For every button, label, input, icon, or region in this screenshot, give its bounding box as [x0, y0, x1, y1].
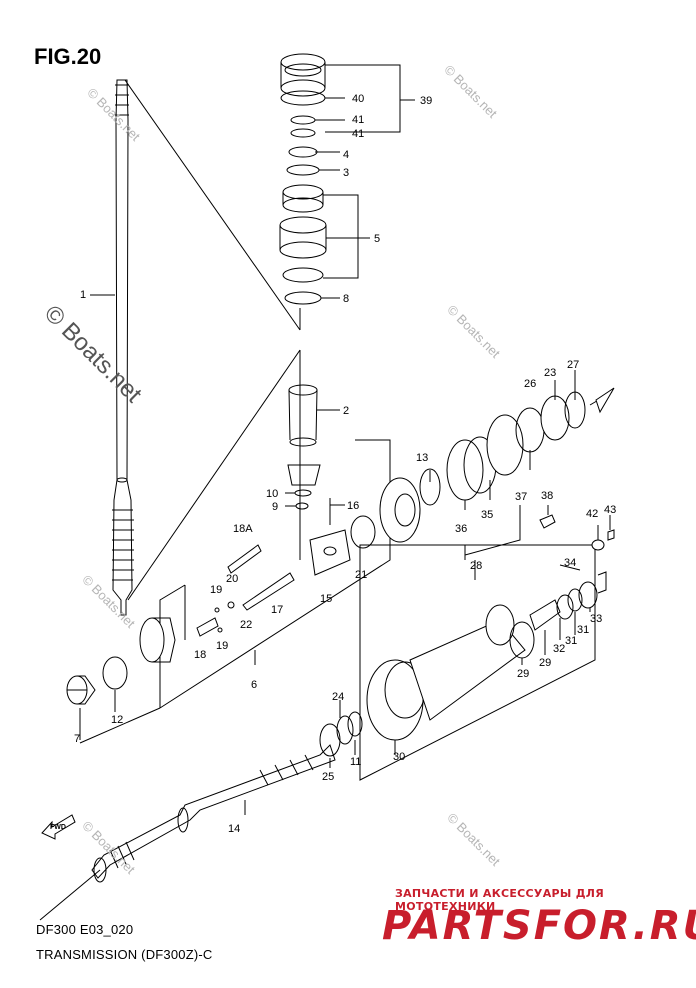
callout-8: 8 — [343, 293, 349, 305]
callout-37: 37 — [515, 491, 527, 503]
callout-28: 28 — [470, 560, 482, 572]
clutch-gear-cluster-part — [139, 468, 441, 663]
callout-11: 11 — [350, 756, 361, 768]
callout-21: 21 — [355, 569, 367, 581]
callout-39: 39 — [420, 95, 432, 107]
callout-25: 25 — [322, 771, 334, 783]
callout-18a: 18A — [233, 523, 253, 535]
diagram-description: TRANSMISSION (DF300Z)-C — [36, 947, 213, 962]
fwd-arrow-icon — [41, 814, 76, 840]
callout-3: 3 — [343, 167, 349, 179]
callout-33: 33 — [590, 613, 602, 625]
callout-43: 43 — [604, 504, 616, 516]
guide-line — [127, 349, 301, 601]
callout-29: 29 — [539, 657, 551, 669]
callout-16: 16 — [347, 500, 359, 512]
callout-29: 29 — [517, 668, 529, 680]
callout-41: 41 — [352, 128, 364, 140]
callout-23: 23 — [544, 367, 556, 379]
callout-15: 15 — [320, 593, 332, 605]
dealer-logo: PARTSFOR.RU — [382, 903, 696, 949]
callout-2: 2 — [343, 405, 349, 417]
callout-10: 10 — [266, 488, 278, 500]
callout-5: 5 — [374, 233, 380, 245]
drive-shaft-part — [112, 79, 134, 616]
diagram-code: DF300 E03_020 — [36, 922, 134, 937]
callout-31: 31 — [577, 624, 589, 636]
callout-34: 34 — [564, 557, 576, 569]
callout-27: 27 — [567, 359, 579, 371]
callout-7: 7 — [74, 733, 80, 745]
callout-22: 22 — [240, 619, 252, 631]
callout-6: 6 — [251, 679, 257, 691]
callout-18: 18 — [194, 649, 206, 661]
fwd-label: FWD — [50, 824, 66, 831]
callout-36: 36 — [455, 523, 467, 535]
callout-42: 42 — [586, 508, 598, 520]
figure-title: FIG.20 — [34, 44, 102, 69]
callout-30: 30 — [393, 751, 405, 763]
callout-17: 17 — [271, 604, 283, 616]
guide-line — [124, 79, 301, 331]
callout-35: 35 — [481, 509, 493, 521]
callout-24: 24 — [332, 691, 344, 703]
callout-40: 40 — [352, 93, 364, 105]
needle-bearing-part — [66, 656, 128, 705]
callout-26: 26 — [524, 378, 536, 390]
callout-32: 32 — [553, 643, 565, 655]
dealer-tagline: ЗАПЧАСТИ И АКСЕССУАРЫ ДЛЯ МОТОТЕХНИКИ — [395, 887, 605, 913]
callout-12: 12 — [111, 714, 123, 726]
propeller-shaft-part — [91, 711, 363, 883]
callout-4: 4 — [343, 149, 349, 161]
callout-19: 19 — [210, 584, 222, 596]
callout-9: 9 — [272, 501, 278, 513]
callout-14: 14 — [228, 823, 240, 835]
sleeve-pinion-part — [287, 384, 331, 525]
callout-38: 38 — [541, 490, 553, 502]
callout-13: 13 — [416, 452, 428, 464]
callout-20: 20 — [226, 573, 238, 585]
callout-1: 1 — [80, 289, 86, 301]
forward-gear-rings-part — [446, 391, 613, 501]
callout-19: 19 — [216, 640, 228, 652]
callout-41: 41 — [352, 114, 364, 126]
callout-31: 31 — [565, 635, 577, 647]
gearcase-housing-part — [359, 514, 615, 781]
upper-bearing-stack-part — [279, 53, 327, 305]
